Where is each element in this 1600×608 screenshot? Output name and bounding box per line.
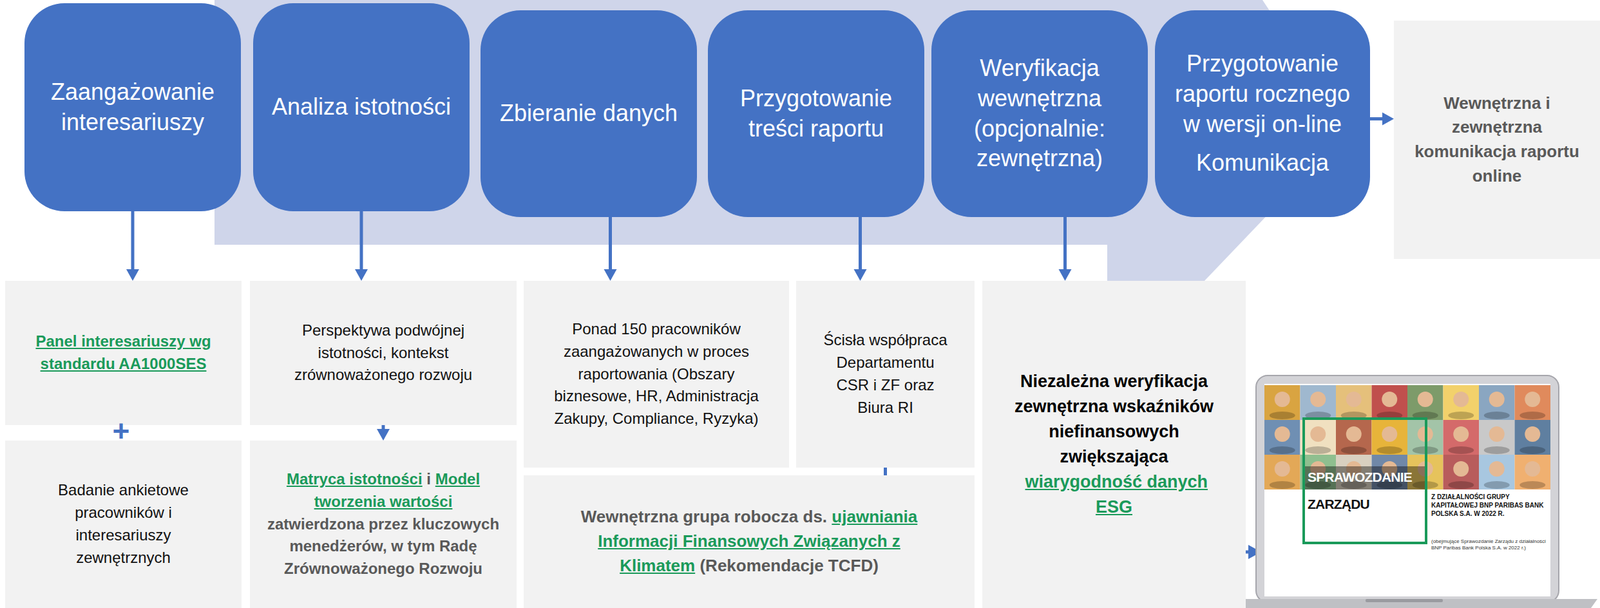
arrow-head — [376, 428, 390, 441]
cover-subtitle: Z DZIAŁALNOŚCI GRUPY KAPITAŁOWEJ BNP PAR… — [1431, 492, 1548, 518]
connector-arrow — [126, 211, 140, 281]
connector-line — [858, 217, 862, 272]
text-wrap: Panel interesariuszy wg standardu AA1000… — [20, 330, 227, 376]
connector-line — [883, 467, 887, 476]
box-text: Wewnętrzna grupa robocza ds. — [580, 506, 828, 527]
text-wrap: Wewnętrzna grupa robocza ds.ujawniania I… — [562, 504, 936, 578]
process-step: Zaangażowanie interesariuszy — [24, 3, 241, 212]
laptop-screen — [1264, 383, 1551, 597]
box-text: Przygotowanie raportu rocznego w wersji … — [1165, 48, 1360, 140]
arrow-head — [604, 269, 618, 281]
process-step: Weryfikacja wewnętrzna (opcjonalnie: zew… — [931, 10, 1148, 218]
arrow-head — [354, 269, 368, 281]
text-wrap: Niezależna weryfikacja zewnętrzna wskaźn… — [1001, 369, 1227, 521]
box-text: Perspektywa podwójnej istotności, kontek… — [282, 319, 485, 387]
process-step: Przygotowanie treści raportu — [707, 10, 925, 218]
text-wrap: Analiza istotności — [263, 92, 460, 123]
connector-arrow — [1370, 112, 1394, 126]
text-wrap: Ścisła współpraca Departamentu CSR i ZF … — [821, 329, 949, 419]
connector-arrow — [354, 211, 368, 281]
cover-title: SPRAWOZDANIE — [1307, 468, 1427, 486]
text-wrap: Badanie ankietowe pracowników i interesa… — [41, 479, 206, 569]
box-text: (Rekomendacje TCFD) — [699, 555, 878, 576]
connector-arrow — [1058, 217, 1072, 281]
detail-box: Matryca istotnościiModel tworzenia warto… — [249, 440, 517, 608]
box-text: Matryca istotności — [286, 470, 423, 488]
text-wrap: Zaangażowanie interesariuszy — [34, 77, 231, 138]
text-wrap: Perspektywa podwójnej istotności, kontek… — [282, 319, 485, 387]
connector-arrow — [604, 217, 618, 281]
text-wrap: Ponad 150 pracowników zaangażowanych w p… — [537, 318, 775, 431]
box-text: Zbieranie danych — [490, 98, 687, 129]
arrow-head — [1058, 269, 1072, 281]
laptop-base — [1205, 599, 1598, 608]
laptop-lid — [1256, 375, 1559, 603]
connector-line — [608, 217, 612, 272]
outcome-box: Wewnętrzna i zewnętrzna komunikacja rapo… — [1393, 20, 1600, 259]
text-wrap: Weryfikacja wewnętrzna (opcjonalnie: zew… — [941, 53, 1138, 174]
detail-box: Niezależna weryfikacja zewnętrzna wskaźn… — [982, 280, 1246, 608]
connector-line — [131, 211, 135, 272]
connector-arrow — [854, 217, 867, 281]
box-text: Badanie ankietowe pracowników i interesa… — [41, 479, 206, 569]
arrow-head — [854, 269, 867, 281]
photo-mosaic — [1264, 385, 1551, 490]
plus-sign: + — [109, 416, 133, 446]
text-wrap: Przygotowanie raportu rocznego w wersji … — [1165, 48, 1360, 179]
box-text: Niezależna weryfikacja zewnętrzna wskaźn… — [1014, 371, 1214, 467]
connector-arrow — [376, 425, 390, 441]
title-band — [1303, 466, 1427, 490]
arrow-head — [1382, 112, 1394, 126]
box-text: Ścisła współpraca Departamentu CSR i ZF … — [821, 329, 949, 419]
box-text: Przygotowanie treści raportu — [718, 83, 915, 145]
connector-line — [1063, 217, 1067, 272]
process-band — [214, 0, 1289, 281]
text-wrap: Matryca istotnościiModel tworzenia warto… — [266, 468, 500, 581]
box-text: Komunikacja — [1165, 148, 1360, 179]
text-wrap: Wewnętrzna i zewnętrzna komunikacja rapo… — [1413, 91, 1581, 189]
box-text: Panel interesariuszy wg standardu AA1000… — [20, 330, 227, 376]
box-text: zatwierdzona przez kluczowych menedżerów… — [266, 513, 500, 581]
detail-box: Ponad 150 pracowników zaangażowanych w p… — [523, 280, 790, 468]
box-text: Analiza istotności — [263, 92, 460, 123]
box-text: Ponad 150 pracowników zaangażowanych w p… — [537, 318, 775, 431]
connector-arrow — [885, 467, 886, 476]
process-step: Przygotowanie raportu rocznego w wersji … — [1154, 10, 1371, 218]
detail-box: Panel interesariuszy wg standardu AA1000… — [5, 280, 242, 426]
process-step: Analiza istotności — [253, 3, 470, 212]
box-text: wiarygodność danych ESG — [1024, 472, 1208, 517]
cover-note: (obejmujące Sprawozdanie Zarządu z dział… — [1431, 538, 1548, 553]
box-text: Weryfikacja wewnętrzna (opcjonalnie: zew… — [941, 53, 1138, 174]
detail-box: Ścisła współpraca Departamentu CSR i ZF … — [796, 280, 975, 468]
detail-box: Badanie ankietowe pracowników i interesa… — [5, 440, 242, 608]
laptop-notch — [1365, 599, 1443, 603]
text-wrap: Zbieranie danych — [490, 98, 687, 129]
box-text: i — [426, 470, 431, 488]
detail-box: Perspektywa podwójnej istotności, kontek… — [249, 280, 517, 426]
box-text: Wewnętrzna i zewnętrzna komunikacja rapo… — [1413, 91, 1581, 189]
cover-frame — [1303, 418, 1427, 543]
connector-line — [360, 211, 364, 272]
arrow-head — [126, 269, 140, 281]
box-text: Zaangażowanie interesariuszy — [34, 77, 231, 138]
cover-title: ZARZĄDU — [1307, 495, 1424, 513]
process-step: Zbieranie danych — [480, 10, 697, 218]
text-wrap: Przygotowanie treści raportu — [718, 83, 915, 145]
detail-box: Wewnętrzna grupa robocza ds.ujawniania I… — [523, 475, 975, 608]
